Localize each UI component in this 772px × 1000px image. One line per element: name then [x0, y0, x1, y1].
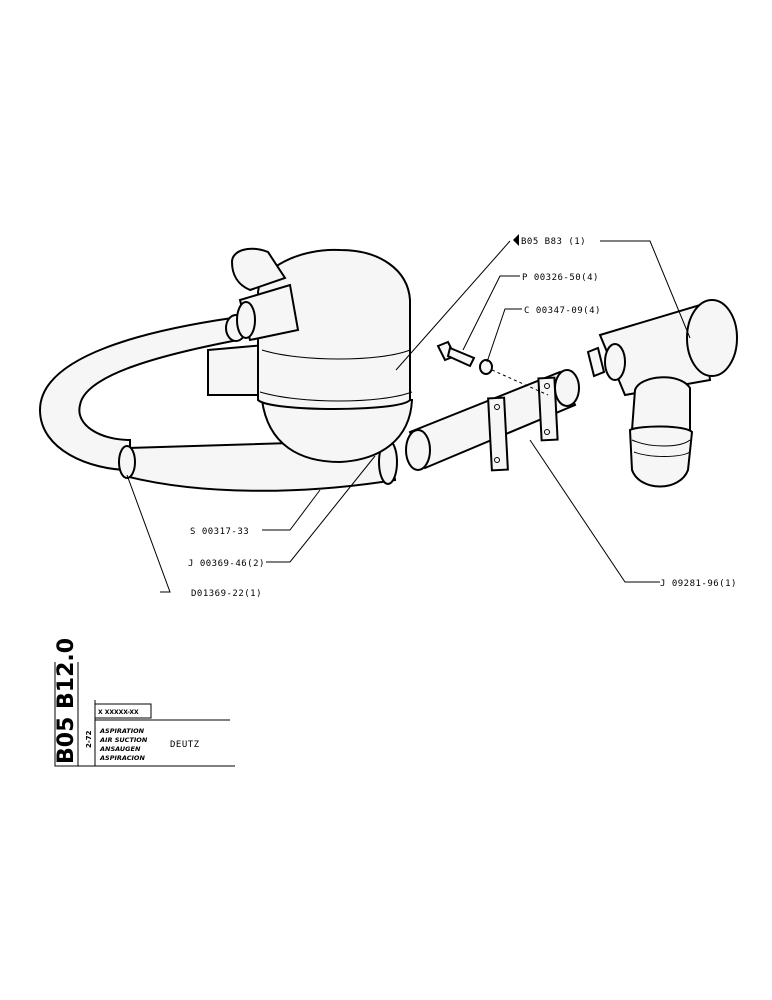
callout-clamp-small: J 00369-46(2)	[188, 559, 265, 569]
title-line-1: ASPIRATION	[99, 727, 145, 735]
callout-hose: S 00317-33	[190, 527, 249, 537]
code-box: X XXXXX-XX	[98, 709, 139, 716]
bolt-washer-drawing	[436, 340, 549, 396]
maker-name: DEUTZ	[170, 740, 200, 750]
callout-bolt: P 00326-50(4)	[522, 273, 599, 283]
elbow-drawing	[586, 299, 738, 488]
callout-washer: C 00347-09(4)	[524, 306, 601, 316]
reference-arrow-icon	[513, 234, 519, 246]
air-filter-drawing	[207, 247, 414, 464]
straight-tube-drawing	[405, 369, 580, 472]
callout-labels: B05 B83 (1) P 00326-50(4) C 00347-09(4) …	[188, 234, 737, 599]
leader-lines	[126, 240, 691, 593]
callout-top-ref: B05 B83 (1)	[521, 237, 586, 247]
title-line-2: AIR SUCTION	[99, 736, 148, 744]
title-block: B05 B12.0 2-72 X XXXXX-XX ASPIRATION AIR…	[54, 638, 235, 767]
callout-elbow-hose: D01369-22(1)	[191, 589, 262, 599]
sheet-date: 2-72	[85, 730, 93, 748]
sheet-code: B05 B12.0	[54, 638, 79, 764]
callout-tube-clamp: J 09281-96(1)	[660, 579, 737, 589]
title-line-3: ANSAUGEN	[99, 745, 141, 753]
title-line-4: ASPIRACION	[99, 754, 145, 762]
